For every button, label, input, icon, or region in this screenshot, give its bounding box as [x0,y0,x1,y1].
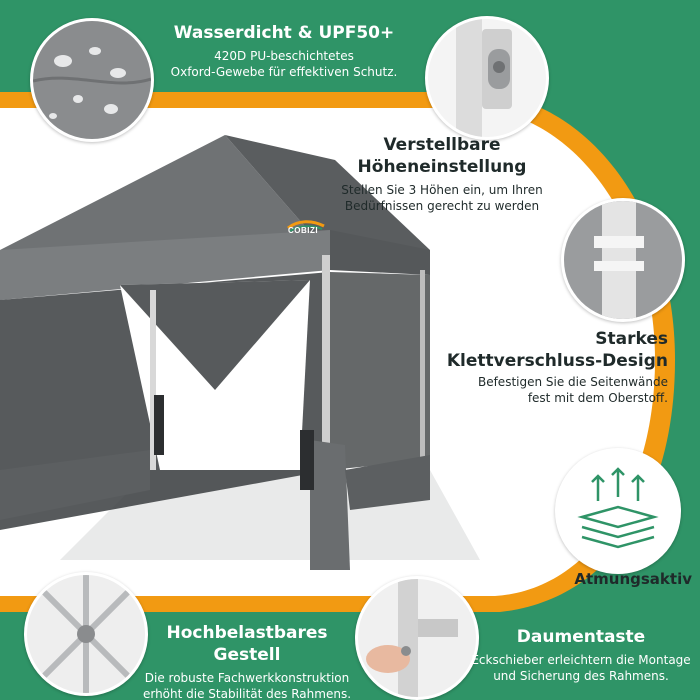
feature-breathable: Atmungsaktiv [520,568,692,590]
feature-waterproof-desc: 420D PU-beschichtetes Oxford-Gewebe für … [170,49,398,79]
pole-slider-icon [428,19,546,137]
side-mesh-wall [330,272,430,470]
breathable-image [555,448,681,574]
feature-frame: Hochbelastbares Gestell Die robuste Fach… [140,622,354,700]
door-mesh-flap [120,280,310,390]
skirt-left [0,450,150,520]
feature-height-desc: Stellen Sie 3 Höhen ein, um Ihren Bedürf… [341,183,543,213]
velcro-strap-icon [564,201,682,319]
feature-frame-title: Hochbelastbares Gestell [166,623,328,665]
front-valance [0,230,330,300]
side-valance [330,230,430,275]
thumb-button-image [355,576,479,700]
feature-breathable-title: Atmungsaktiv [574,570,692,588]
feature-velcro: Starkes Klettverschluss-Design Befestige… [430,328,668,406]
water-drops-icon [33,21,151,139]
feature-waterproof: Wasserdicht & UPF50+ 420D PU-beschichtet… [150,22,418,80]
rolled-flap-right [300,430,314,490]
truss-frame-icon [27,575,145,693]
brand-logo-text: COBIZI [288,226,319,235]
logo-swoosh-icon [287,220,325,232]
thumb-slider-icon [358,579,476,697]
feature-waterproof-title: Wasserdicht & UPF50+ [173,23,395,43]
pole-front-right [322,255,330,570]
pole-front-left [150,290,156,470]
feature-height-title: Verstellbare Höheneinstellung [357,135,527,177]
skirt-corner [310,440,350,570]
brand-logo [284,218,344,242]
height-adjuster-image [425,16,549,140]
skirt-side [345,455,430,510]
roof-right-face [225,135,430,255]
feature-velcro-desc: Befestigen Sie die Seitenwände fest mit … [477,375,668,405]
waterproof-fabric-image [30,18,154,142]
feature-height: Verstellbare Höheneinstellung Stellen Si… [336,134,548,214]
pole-back-right [420,270,425,470]
rolled-flap-left [154,395,164,455]
feature-thumb-title: Daumentaste [516,627,646,647]
frame-image [24,572,148,696]
breathable-fabric-icon [558,451,678,571]
feature-frame-desc: Die robuste Fachwerkkonstruktion erhöht … [142,671,352,700]
feature-thumb: Daumentaste Eckschieber erleichtern die … [468,626,694,684]
velcro-detail-image [561,198,685,322]
feature-thumb-desc: Eckschieber erleichtern die Montage und … [471,653,691,683]
feature-velcro-title: Starkes Klettverschluss-Design [446,329,668,371]
